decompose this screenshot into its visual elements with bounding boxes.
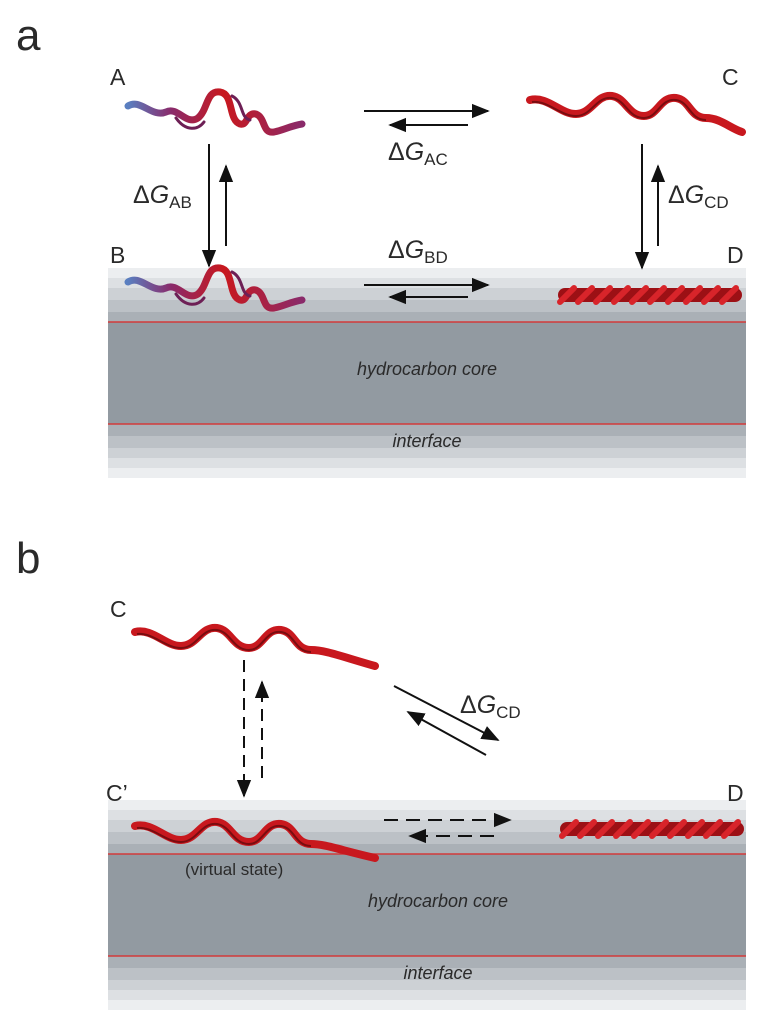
state-label-c-b: C: [110, 596, 127, 622]
peptide-c-coil-a: [526, 91, 746, 136]
membrane-b: [108, 800, 746, 1010]
delta-g-cd-b: ΔGCD: [460, 691, 521, 722]
peptide-d-helix-b: [559, 819, 744, 839]
membrane-a: [108, 268, 746, 478]
panel-letter-a: a: [16, 11, 41, 60]
hydrocarbon-core-label-a: hydrocarbon core: [356, 359, 498, 379]
delta-g-ab: ΔGAB: [133, 181, 192, 212]
delta-g-bd: ΔGBD: [388, 236, 448, 267]
virtual-state-label: (virtual state): [185, 860, 284, 879]
state-label-d: D: [727, 242, 744, 268]
peptide-c-prime-virtual: [131, 817, 379, 862]
core-band-a: [108, 322, 746, 424]
hydrocarbon-core-label-b: hydrocarbon core: [367, 891, 509, 911]
peptide-b-unfolded: [124, 264, 306, 312]
interface-label-b: interface: [403, 963, 473, 983]
arrows-a: [201, 103, 666, 305]
state-label-a: A: [110, 64, 126, 90]
peptide-d-helix-a: [557, 285, 742, 305]
peptide-c-coil-b: [131, 623, 379, 670]
arrow-d-to-c: [406, 711, 487, 756]
state-label-c: C: [722, 64, 739, 90]
core-band-b: [108, 854, 746, 956]
state-label-c-prime: C’: [106, 780, 128, 806]
state-label-b: B: [110, 242, 126, 268]
interface-label-a: interface: [392, 431, 462, 451]
arrow-c-to-d: [393, 685, 500, 741]
panel-letter-b: b: [16, 534, 41, 583]
state-label-d-b: D: [727, 780, 744, 806]
delta-g-cd-a: ΔGCD: [668, 181, 729, 212]
peptide-a-unfolded: [124, 88, 306, 136]
delta-g-ac: ΔGAC: [388, 138, 448, 169]
arrows-b: [236, 660, 512, 844]
